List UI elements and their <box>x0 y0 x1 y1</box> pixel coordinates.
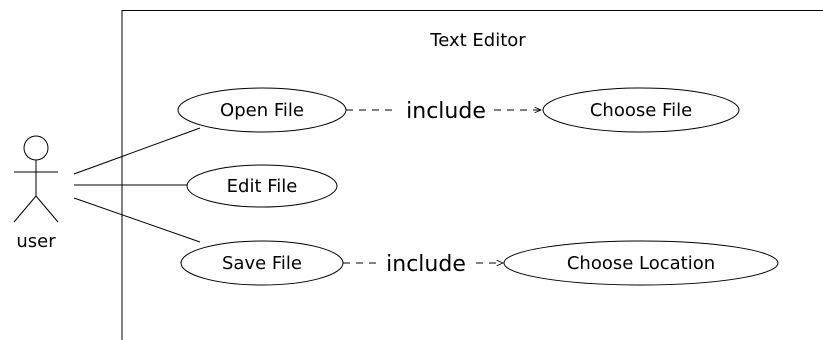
use-case-save-file-label: Save File <box>222 253 302 274</box>
include-label-1: include <box>406 99 486 124</box>
include-relation-save-choose-location: include <box>343 252 503 277</box>
actor-left-leg <box>13 195 37 223</box>
include-label-2: include <box>386 252 466 277</box>
use-case-choose-location-shape <box>503 240 779 286</box>
actor-user[interactable]: user <box>13 135 59 252</box>
use-case-choose-file-label: Choose File <box>590 100 692 121</box>
actor-right-leg <box>35 195 59 223</box>
include-relation-open-choose-file: include <box>346 99 541 124</box>
system-title: Text Editor <box>429 30 526 51</box>
use-case-open-file[interactable]: Open File <box>177 87 347 133</box>
use-case-save-file[interactable]: Save File <box>180 240 344 286</box>
actor-head <box>23 135 49 161</box>
use-case-choose-file-shape <box>542 87 740 133</box>
use-case-edit-file-shape <box>186 164 338 208</box>
actor-label: user <box>16 231 56 252</box>
use-case-choose-file[interactable]: Choose File <box>542 87 740 133</box>
use-case-choose-location[interactable]: Choose Location <box>503 240 779 286</box>
association-save-file <box>73 197 201 243</box>
use-case-choose-location-label: Choose Location <box>567 253 715 274</box>
use-case-edit-file-label: Edit File <box>227 176 298 197</box>
system-boundary <box>121 10 823 340</box>
use-case-open-file-label: Open File <box>220 100 304 121</box>
use-case-edit-file[interactable]: Edit File <box>186 164 338 208</box>
association-open-file <box>73 127 201 175</box>
